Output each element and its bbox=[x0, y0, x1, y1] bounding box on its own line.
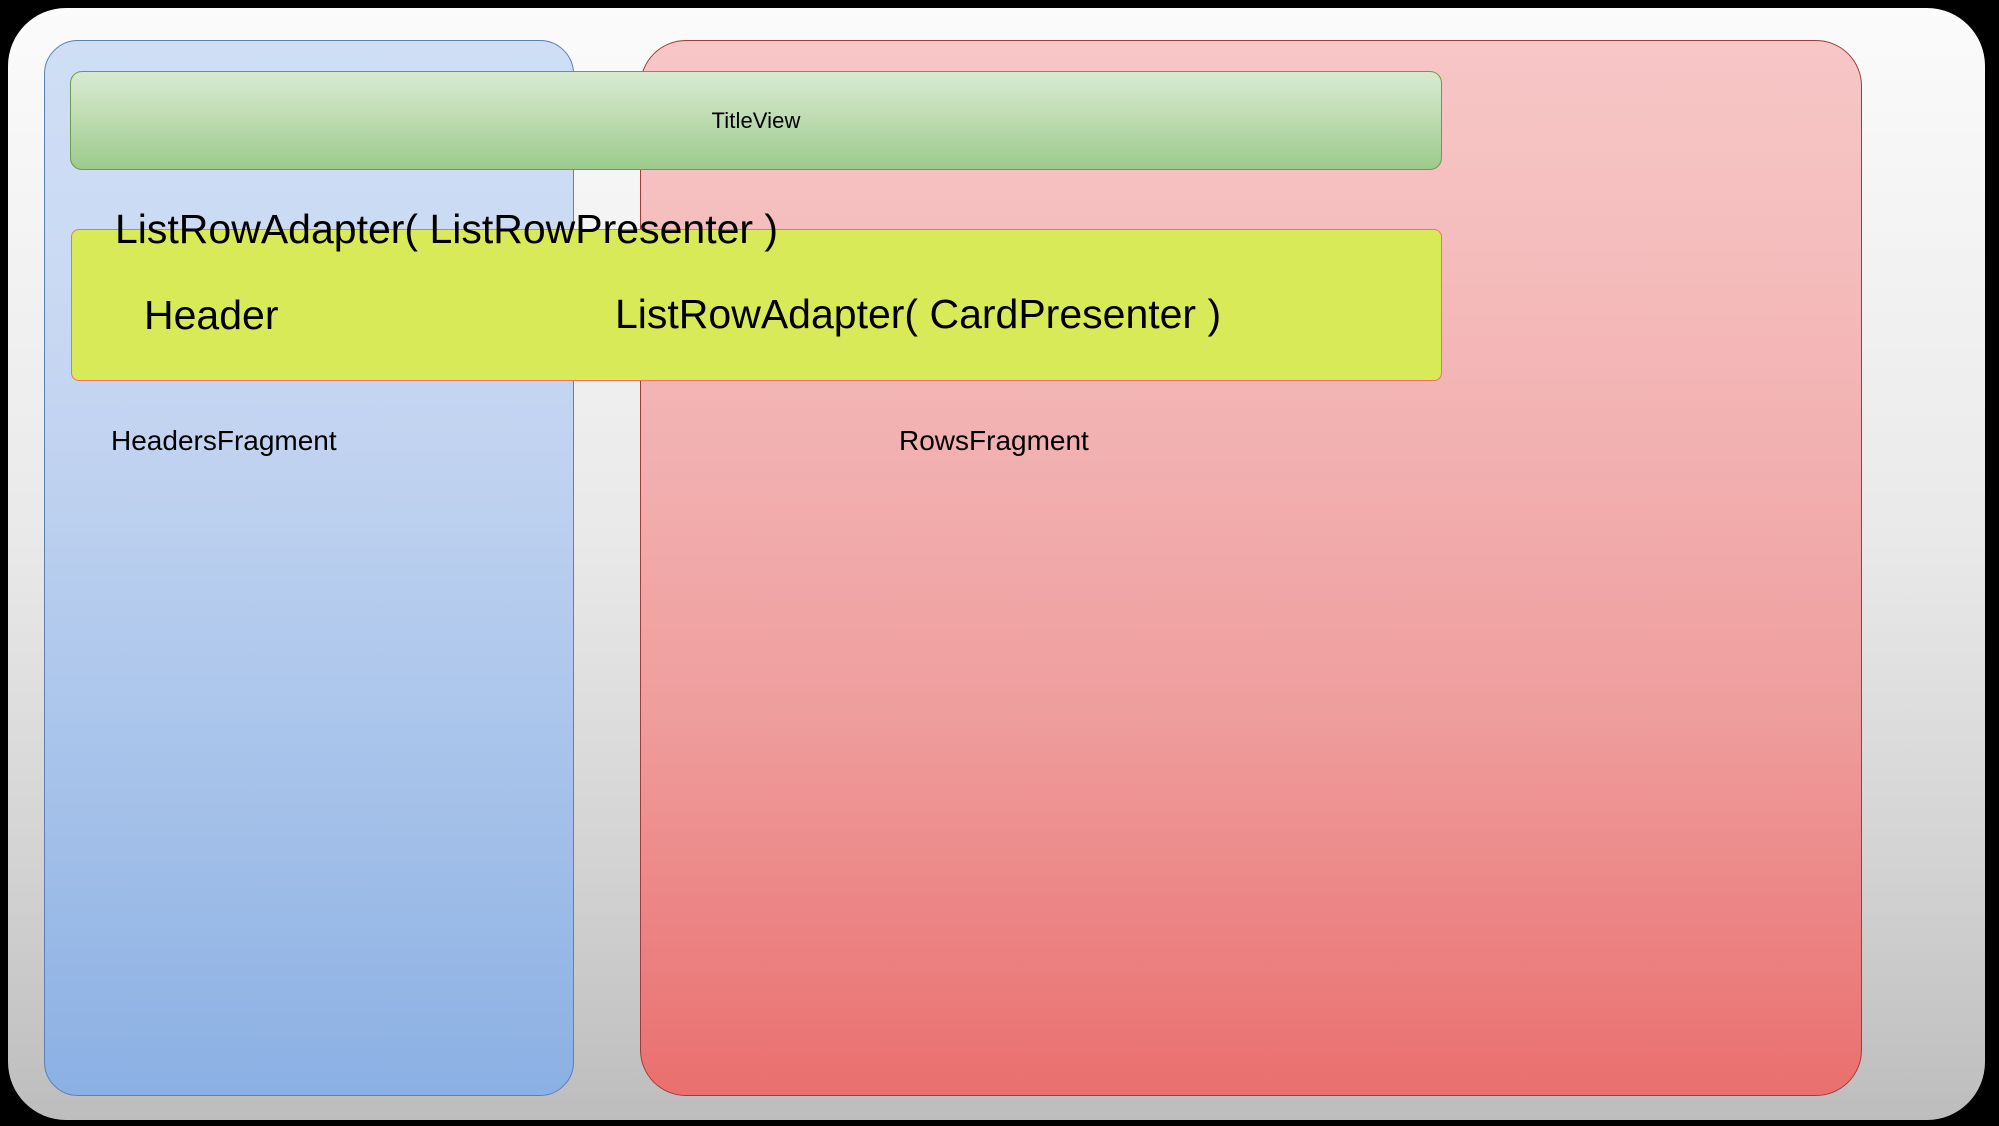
header-label: Header bbox=[144, 292, 279, 338]
list-row-adapter-band bbox=[71, 229, 1442, 381]
headers-fragment-panel bbox=[44, 40, 574, 1096]
list-row-adapter-presenter-label: ListRowAdapter( ListRowPresenter ) bbox=[115, 206, 779, 252]
title-view-bar: TitleView bbox=[70, 71, 1442, 170]
title-view-label: TitleView bbox=[711, 107, 801, 133]
rows-fragment-panel bbox=[640, 40, 1862, 1096]
list-row-adapter-card-label: ListRowAdapter( CardPresenter ) bbox=[615, 291, 1222, 337]
headers-fragment-label: HeadersFragment bbox=[111, 425, 337, 456]
rows-fragment-label: RowsFragment bbox=[899, 425, 1089, 456]
